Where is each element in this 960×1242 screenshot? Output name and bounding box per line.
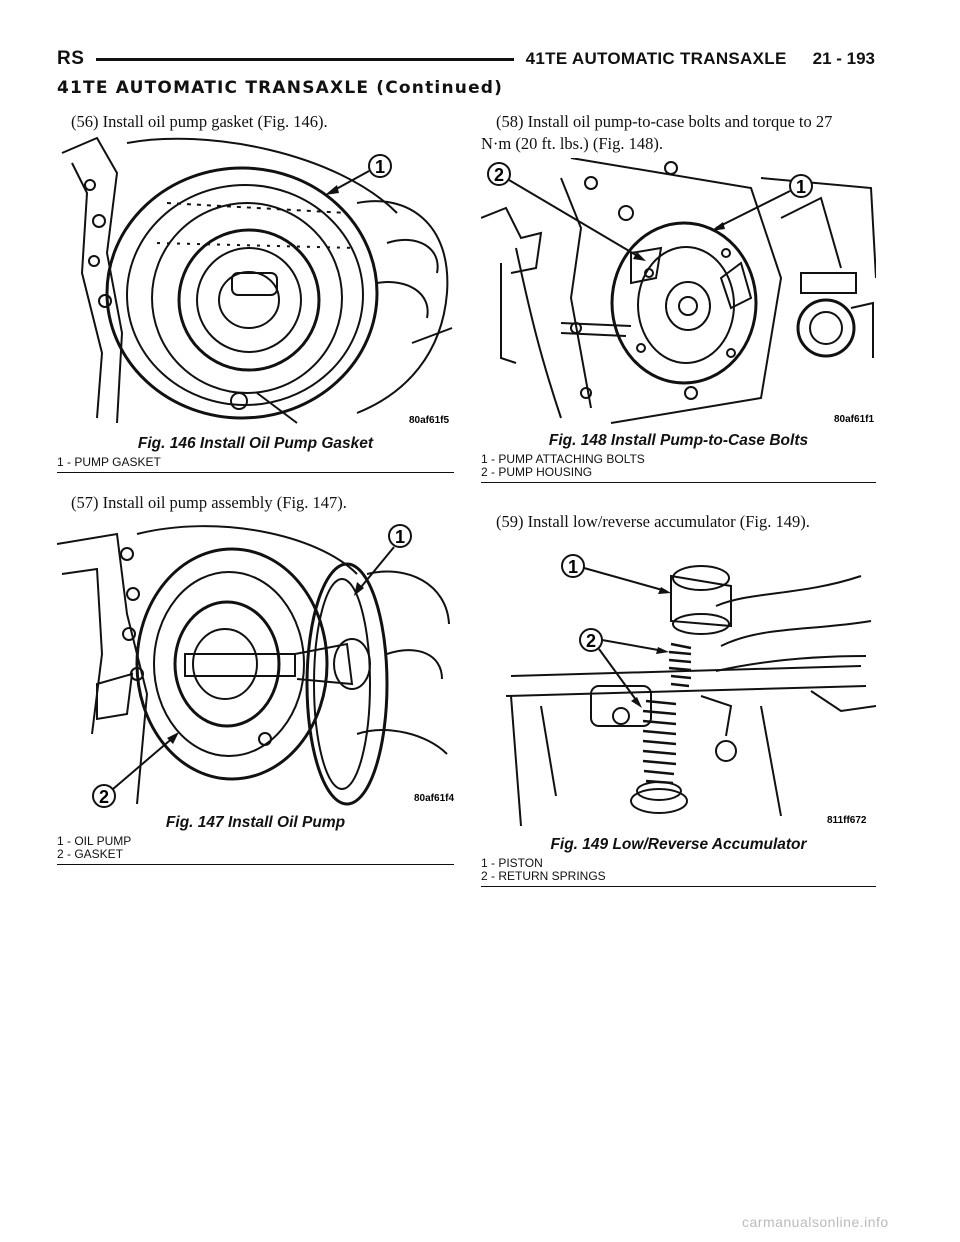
header-rule [96, 57, 514, 61]
fig148-caption: Fig. 148 Install Pump-to-Case Bolts [548, 432, 809, 449]
fig147-caption: Fig. 147 Install Oil Pump [165, 814, 346, 831]
fig146-illustration: 1 80af61f5 [57, 133, 454, 431]
figure-148: 2 1 80af61f1 Fig. 148 Install Pump-to-Ca… [481, 158, 876, 483]
fig149-rule [481, 886, 876, 887]
section-title: 41TE AUTOMATIC TRANSAXLE (Continued) [57, 78, 504, 98]
fig147-rule [57, 864, 454, 865]
watermark: carmanualsonline.info [742, 1214, 889, 1230]
step-58-line-1: (58) Install oil pump-to-case bolts and … [496, 112, 833, 131]
fig147-code: 80af61f4 [414, 793, 454, 804]
step-57: (57) Install oil pump assembly (Fig. 147… [71, 493, 347, 512]
fig147-illustration: 1 2 80af61f4 [57, 514, 454, 810]
fig148-rule [481, 482, 876, 483]
fig147-callout-1: 1 [395, 527, 405, 547]
fig149-callout-1: 1 [568, 557, 578, 577]
chapter-title: 41TE AUTOMATIC TRANSAXLE [525, 49, 787, 68]
fig149-illustration: 1 2 811ff672 [481, 536, 876, 832]
step-58-line-2: N·m (20 ft. lbs.) (Fig. 148). [481, 134, 663, 153]
fig148-legend-item: 1 - PUMP ATTACHING BOLTS [481, 452, 645, 466]
page-header: RS 41TE AUTOMATIC TRANSAXLE 21 - 193 [57, 46, 875, 72]
fig146-caption: Fig. 146 Install Oil Pump Gasket [137, 435, 374, 452]
figure-147: 1 2 80af61f4 Fig. 147 Install Oil Pump 1… [57, 514, 454, 865]
page-number: 21 - 193 [812, 49, 875, 68]
fig146-rule [57, 472, 454, 473]
fig146-code: 80af61f5 [409, 415, 449, 426]
fig147-legend-item: 1 - OIL PUMP [57, 834, 132, 848]
fig148-code: 80af61f1 [834, 414, 874, 425]
step-59: (59) Install low/reverse accumulator (Fi… [496, 512, 810, 531]
fig146-legend: 1 - PUMP GASKET [57, 456, 454, 469]
fig149-legend-item: 2 - RETURN SPRINGS [481, 869, 606, 883]
fig149-legend: 1 - PISTON 2 - RETURN SPRINGS [481, 857, 876, 883]
fig149-callout-2: 2 [586, 631, 596, 651]
fig149-code: 811ff672 [827, 815, 867, 826]
fig147-legend-item: 2 - GASKET [57, 847, 124, 861]
step-56: (56) Install oil pump gasket (Fig. 146). [71, 112, 328, 131]
fig146-callout-1: 1 [375, 157, 385, 177]
fig148-callout-2: 2 [494, 165, 504, 185]
fig147-callout-2: 2 [99, 787, 109, 807]
fig148-legend-item: 2 - PUMP HOUSING [481, 465, 593, 479]
fig149-caption: Fig. 149 Low/Reverse Accumulator [550, 836, 807, 853]
section-code: RS [57, 48, 85, 69]
figure-146: 1 80af61f5 Fig. 146 Install Oil Pump Gas… [57, 133, 454, 473]
fig148-legend: 1 - PUMP ATTACHING BOLTS 2 - PUMP HOUSIN… [481, 453, 876, 479]
fig146-legend-item: 1 - PUMP GASKET [57, 455, 161, 469]
fig149-legend-item: 1 - PISTON [481, 856, 543, 870]
fig147-legend: 1 - OIL PUMP 2 - GASKET [57, 835, 454, 861]
fig148-illustration: 2 1 80af61f1 [481, 158, 876, 428]
fig148-callout-1: 1 [796, 177, 806, 197]
figure-149: 1 2 811ff672 Fig. 149 Low/Reverse Accumu… [481, 536, 876, 887]
